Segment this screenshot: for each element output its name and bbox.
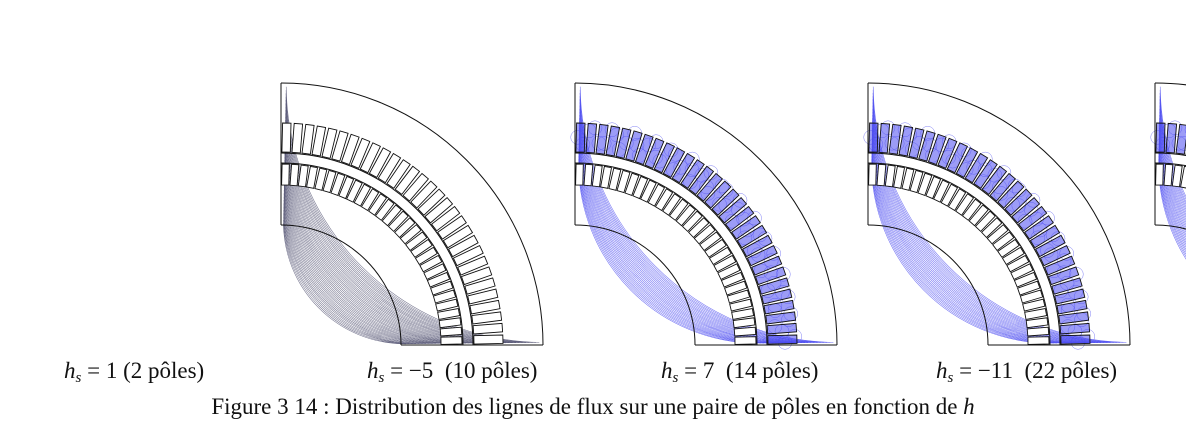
panel-label-value: −11 bbox=[977, 358, 1013, 383]
panel-label-symbol: h bbox=[661, 358, 673, 383]
panel-label-subscript: s bbox=[672, 370, 679, 386]
panel-label-2: hs = −5 (10 pôles) bbox=[367, 358, 537, 387]
panel-label-value: 7 bbox=[702, 358, 715, 383]
panel-label-equals: = bbox=[953, 358, 978, 383]
flux-panel-hs-7 bbox=[863, 82, 1131, 350]
flux-panel-hs-minus-11 bbox=[1150, 82, 1186, 260]
panel-label-poles: (14 pôles) bbox=[725, 358, 819, 383]
panel-label-subscript: s bbox=[378, 370, 385, 386]
flux-panel-hs-minus-5 bbox=[570, 82, 838, 350]
panel-label-poles: (2 pôles) bbox=[123, 358, 205, 383]
panel-label-subscript: s bbox=[947, 370, 954, 386]
figure-caption-text: Figure 3 14 : Distribution des lignes de… bbox=[211, 394, 958, 419]
panel-label-symbol: h bbox=[936, 358, 948, 383]
figure-caption: Figure 3 14 : Distribution des lignes de… bbox=[0, 394, 1186, 420]
panel-label-equals: = bbox=[384, 358, 409, 383]
panel-label-1: hs = 1 (2 pôles) bbox=[64, 358, 204, 387]
panel-label-4: hs = −11 (22 pôles) bbox=[936, 358, 1117, 387]
panel-label-poles: (22 pôles) bbox=[1024, 358, 1118, 383]
panel-label-value: 1 bbox=[105, 358, 118, 383]
panel-label-symbol: h bbox=[367, 358, 379, 383]
panel-label-value: −5 bbox=[408, 358, 434, 383]
figure-caption-symbol: h bbox=[963, 394, 975, 419]
panel-label-symbol: h bbox=[64, 358, 76, 383]
panel-label-poles: (10 pôles) bbox=[444, 358, 538, 383]
panel-label-equals: = bbox=[678, 358, 703, 383]
panel-label-3: hs = 7 (14 pôles) bbox=[661, 358, 818, 387]
panel-label-subscript: s bbox=[75, 370, 82, 386]
flux-panel-hs-1 bbox=[280, 82, 544, 346]
panel-label-equals: = bbox=[81, 358, 106, 383]
